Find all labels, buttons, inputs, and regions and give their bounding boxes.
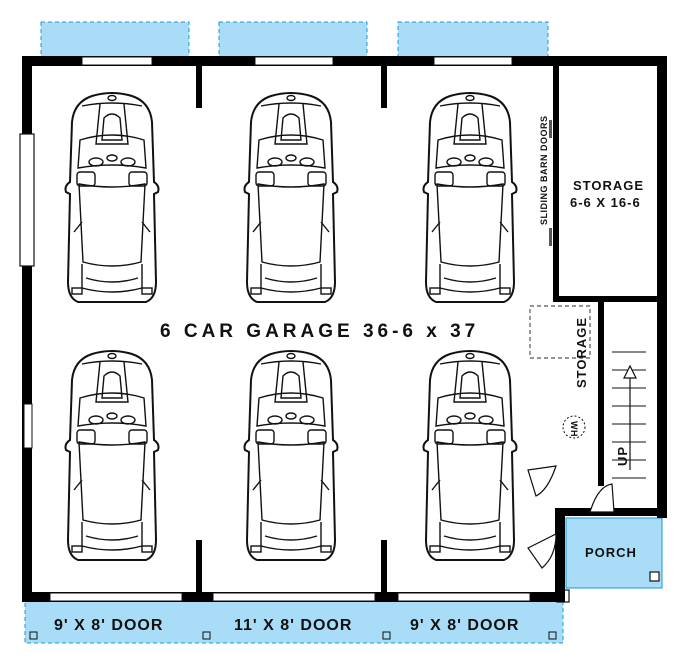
car-topview-icon <box>422 350 518 561</box>
water-heater-circle-icon <box>562 415 586 439</box>
top-apron-1 <box>40 21 190 59</box>
top-apron-2 <box>218 21 368 59</box>
interior-piers <box>196 64 387 596</box>
storage-walls <box>553 64 665 486</box>
porch-label: PORCH <box>585 545 637 560</box>
garage-door-label-3: 9' X 8' DOOR <box>410 617 519 634</box>
garage-door-label-2: 11' X 8' DOOR <box>234 617 352 634</box>
car-topview-icon <box>64 350 160 561</box>
door-swings <box>527 465 615 569</box>
top-apron-3 <box>397 21 549 59</box>
car-topview-icon <box>64 92 160 303</box>
garage-door-label-1: 9' X 8' DOOR <box>54 617 163 634</box>
car-topview-icon <box>243 350 339 561</box>
car-topview-icon <box>422 92 518 303</box>
water-heater-label: WH <box>569 421 579 437</box>
barn-doors-label: SLIDING BARN DOORS <box>539 115 549 225</box>
porch-area <box>565 517 663 589</box>
stairs-up-label: UP <box>615 446 630 466</box>
storage-title: STORAGE <box>573 178 644 193</box>
stairs <box>612 351 646 479</box>
car-topview-icon <box>243 92 339 303</box>
small-storage-label: STORAGE <box>574 317 589 388</box>
garage-label: 6 CAR GARAGE 36-6 x 37 <box>160 321 479 342</box>
arrow-up-icon <box>623 364 637 470</box>
storage-size: 6-6 X 16-6 <box>570 195 641 210</box>
